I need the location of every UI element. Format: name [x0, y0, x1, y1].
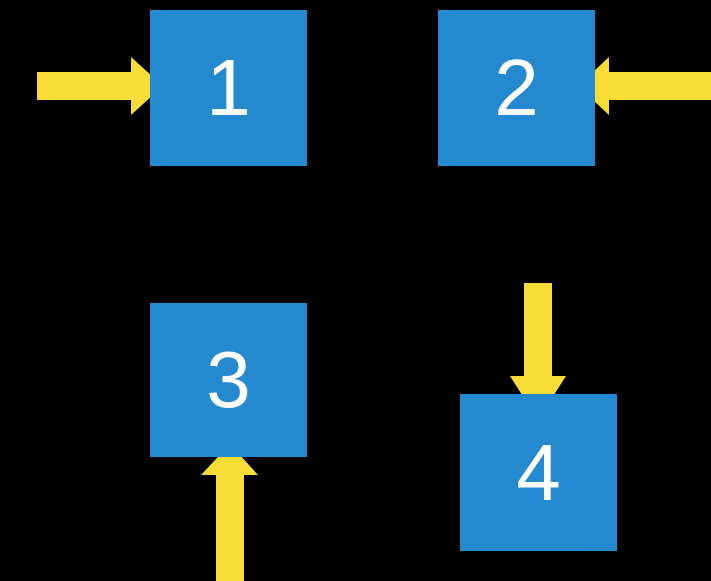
node-box-1-label: 1 [206, 43, 251, 132]
node-box-3-label: 3 [206, 335, 251, 424]
node-box-2[interactable]: 2 [438, 10, 595, 166]
node-box-2-label: 2 [494, 43, 539, 132]
left-arrow-icon-into-box-2[interactable] [578, 57, 711, 115]
node-box-1[interactable]: 1 [150, 10, 307, 166]
node-box-4[interactable]: 4 [460, 394, 617, 551]
node-box-4-label: 4 [516, 427, 561, 517]
node-box-3[interactable]: 3 [150, 303, 307, 457]
right-arrow-icon-into-box-1[interactable] [37, 57, 163, 115]
up-arrow-icon-into-box-3[interactable] [201, 444, 258, 581]
down-arrow-icon-into-box-4[interactable] [510, 283, 566, 420]
